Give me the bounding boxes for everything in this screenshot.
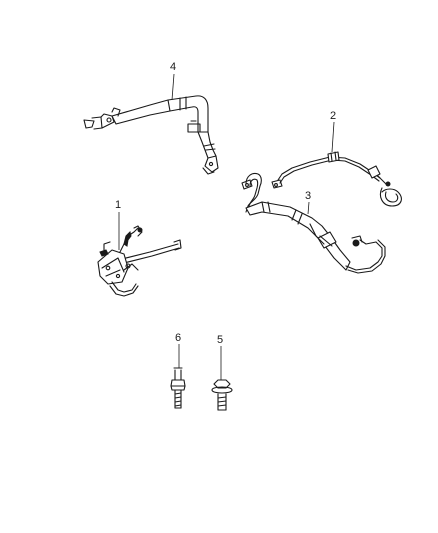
part-3-pressure-hose [241, 172, 386, 274]
callout-4: 4 [170, 61, 177, 73]
callout-2: 2 [330, 110, 337, 122]
part-4-return-hose [83, 95, 219, 175]
part-5-flange-bolt [211, 379, 233, 411]
part-2-pressure-line [271, 151, 402, 207]
callout-5: 5 [217, 334, 224, 346]
leader-lines [118, 73, 335, 380]
leader-line-3 [307, 201, 310, 215]
leader-line-2 [331, 121, 335, 153]
callout-6: 6 [175, 332, 182, 344]
callout-1: 1 [115, 199, 122, 211]
part-1-cooler-assembly [97, 225, 182, 297]
leader-line-4 [171, 73, 175, 101]
part-6-stud-bolt [170, 367, 186, 409]
callout-3: 3 [305, 190, 312, 202]
